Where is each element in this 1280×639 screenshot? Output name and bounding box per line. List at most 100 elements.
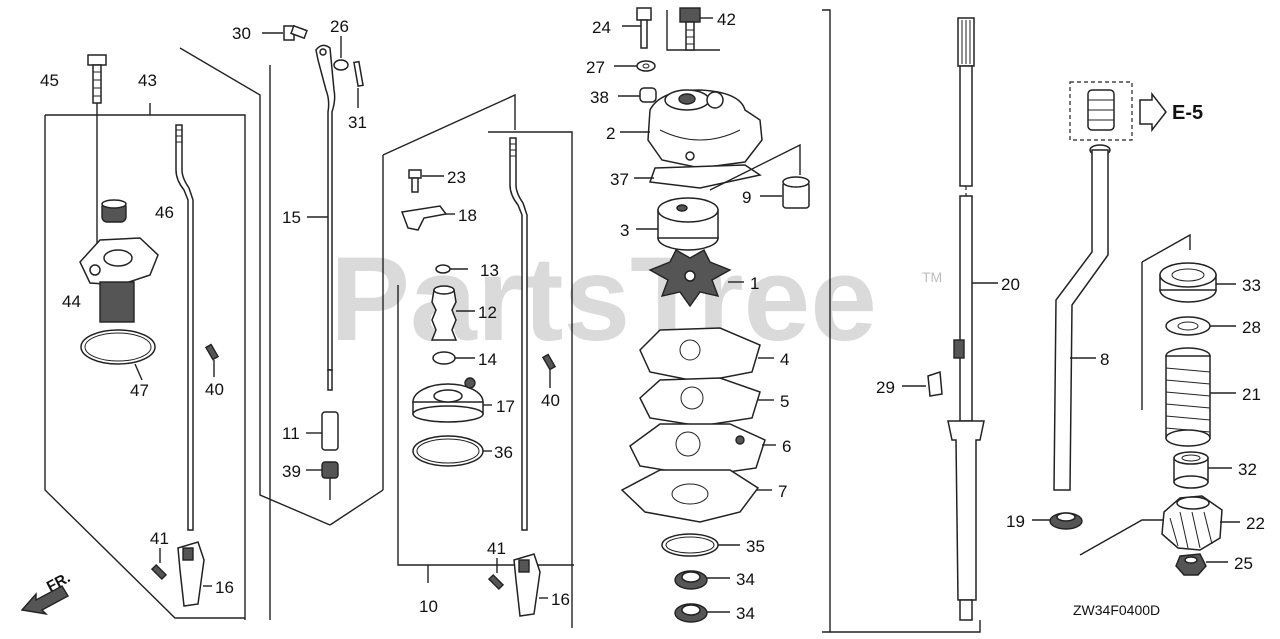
gasket-5[interactable] <box>639 377 761 427</box>
sleeve-11[interactable] <box>321 411 339 451</box>
callout-28[interactable]: 28 <box>1242 318 1261 337</box>
pinion-gear-22[interactable] <box>1161 495 1223 551</box>
shim-28[interactable] <box>1165 316 1211 336</box>
callout-32[interactable]: 32 <box>1238 460 1257 479</box>
callout-22[interactable]: 22 <box>1246 514 1265 533</box>
callout-2[interactable]: 2 <box>606 124 615 143</box>
callout-33[interactable]: 33 <box>1242 276 1261 295</box>
washer-13[interactable] <box>435 264 451 274</box>
callout-16-left[interactable]: 16 <box>215 578 234 597</box>
bearing-33[interactable] <box>1159 262 1217 303</box>
callout-17[interactable]: 17 <box>496 397 515 416</box>
callout-41-right[interactable]: 41 <box>487 539 506 558</box>
bolt-45[interactable] <box>87 54 107 104</box>
washer-27[interactable] <box>636 60 656 72</box>
callout-10[interactable]: 10 <box>419 597 438 616</box>
callout-34-upper[interactable]: 34 <box>736 570 755 589</box>
shift-rod-15[interactable] <box>315 44 336 391</box>
bolt-24[interactable] <box>636 7 652 49</box>
callout-40-right[interactable]: 40 <box>541 391 560 410</box>
callout-13[interactable]: 13 <box>480 261 499 280</box>
callout-11[interactable]: 11 <box>282 424 300 443</box>
needle-bearing-32[interactable] <box>1173 451 1209 489</box>
callout-25[interactable]: 25 <box>1234 554 1253 573</box>
oil-seal-34-upper[interactable] <box>674 570 708 590</box>
callout-18[interactable]: 18 <box>458 206 477 225</box>
callout-31[interactable]: 31 <box>348 113 367 132</box>
drive-shaft-20[interactable] <box>947 17 985 621</box>
shift-block-16-right[interactable] <box>513 553 541 617</box>
impeller-cup-3[interactable] <box>657 197 719 251</box>
callout-12[interactable]: 12 <box>478 303 497 322</box>
callout-20[interactable]: 20 <box>1001 275 1020 294</box>
impeller-1[interactable] <box>648 249 732 308</box>
callout-34-lower[interactable]: 34 <box>736 604 755 623</box>
callout-1[interactable]: 1 <box>750 274 759 293</box>
callout-36[interactable]: 36 <box>494 443 513 462</box>
cotter-pin-31[interactable] <box>353 60 364 88</box>
callout-41-left[interactable]: 41 <box>150 529 169 548</box>
callout-29[interactable]: 29 <box>876 378 895 397</box>
callout-39[interactable]: 39 <box>282 462 301 481</box>
spring-21[interactable] <box>1165 347 1211 447</box>
collar-38[interactable] <box>639 87 657 103</box>
callout-3[interactable]: 3 <box>620 221 629 240</box>
bolt-23[interactable] <box>408 169 422 193</box>
callout-47[interactable]: 47 <box>130 381 149 400</box>
reference-e5[interactable]: E-5 <box>1172 102 1203 124</box>
callout-46[interactable]: 46 <box>155 203 174 222</box>
o-ring-47[interactable] <box>80 329 156 365</box>
callout-42[interactable]: 42 <box>717 10 736 29</box>
gasket-7[interactable] <box>620 469 760 523</box>
clip-29[interactable] <box>927 370 943 397</box>
callout-24[interactable]: 24 <box>592 18 611 37</box>
callout-26[interactable]: 26 <box>330 17 349 36</box>
grommet-19[interactable] <box>1049 512 1083 530</box>
wear-plate-4[interactable] <box>639 327 761 383</box>
callout-35[interactable]: 35 <box>746 537 765 556</box>
shift-bracket-44[interactable] <box>79 237 159 323</box>
gasket-37[interactable] <box>648 164 762 189</box>
shift-block-16-left[interactable] <box>177 541 205 607</box>
shift-rod-right[interactable] <box>509 137 528 531</box>
callout-7[interactable]: 7 <box>778 482 787 501</box>
callout-30[interactable]: 30 <box>232 24 251 43</box>
callout-16-right[interactable]: 16 <box>551 590 570 609</box>
callout-9[interactable]: 9 <box>742 188 751 207</box>
callout-8[interactable]: 8 <box>1100 350 1109 369</box>
pin-41-right[interactable] <box>487 573 505 591</box>
washer-14[interactable] <box>432 351 456 365</box>
grommet-46[interactable] <box>101 199 127 223</box>
cover-17[interactable] <box>412 377 484 423</box>
callout-45[interactable]: 45 <box>40 71 59 90</box>
bolt-30[interactable] <box>283 24 308 41</box>
callout-38[interactable]: 38 <box>590 88 609 107</box>
water-tube-8[interactable] <box>1053 144 1111 491</box>
pin-41-left[interactable] <box>150 563 168 581</box>
callout-44[interactable]: 44 <box>62 292 81 311</box>
pin-40-right[interactable] <box>541 353 557 371</box>
clip-18[interactable] <box>400 205 448 231</box>
callout-40-left[interactable]: 40 <box>205 380 224 399</box>
bolt-42[interactable] <box>679 7 701 51</box>
callout-37[interactable]: 37 <box>610 170 629 189</box>
callout-14[interactable]: 14 <box>478 350 497 369</box>
seal-12[interactable] <box>430 285 458 341</box>
nut-25[interactable] <box>1175 553 1207 576</box>
callout-43[interactable]: 43 <box>138 71 157 90</box>
callout-27[interactable]: 27 <box>586 58 605 77</box>
oil-seal-34-lower[interactable] <box>674 603 708 623</box>
pin-40-left[interactable] <box>204 343 220 361</box>
nut-39[interactable] <box>321 461 339 479</box>
callout-21[interactable]: 21 <box>1242 385 1261 404</box>
callout-6[interactable]: 6 <box>782 437 791 456</box>
liner-9[interactable] <box>782 176 810 209</box>
o-ring-36[interactable] <box>412 435 484 467</box>
washer-26[interactable] <box>333 59 349 71</box>
callout-19[interactable]: 19 <box>1006 512 1025 531</box>
pump-plate-6[interactable] <box>629 423 766 477</box>
callout-15[interactable]: 15 <box>282 208 301 227</box>
callout-4[interactable]: 4 <box>780 350 789 369</box>
pump-housing-2[interactable] <box>647 89 763 169</box>
callout-5[interactable]: 5 <box>780 392 789 411</box>
